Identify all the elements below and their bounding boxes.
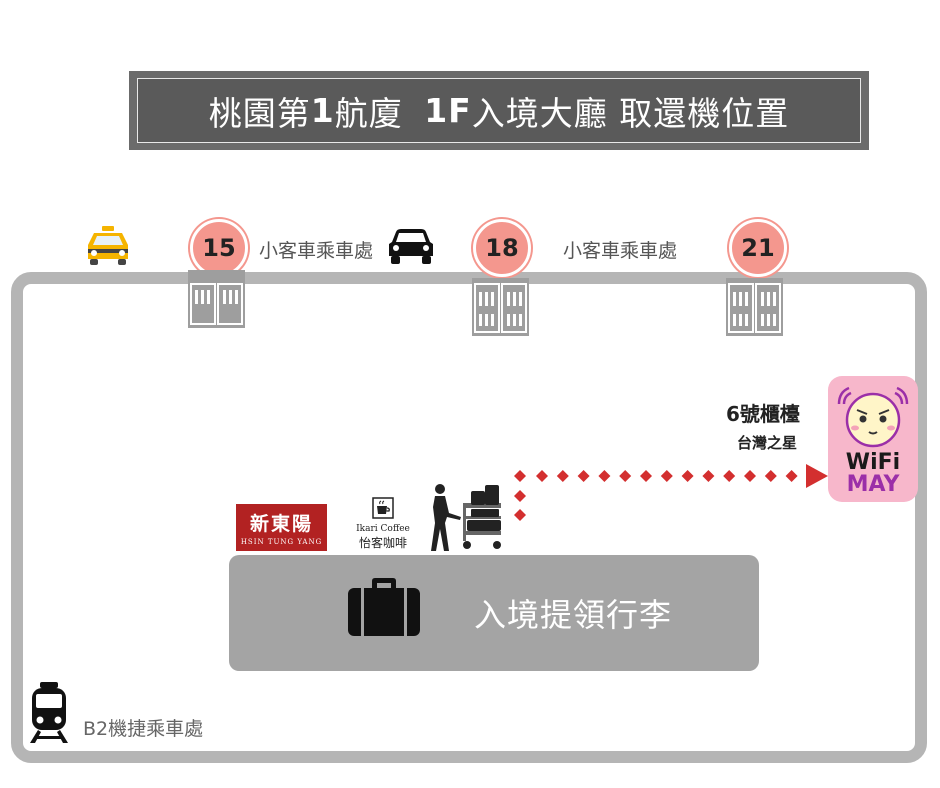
- ikari-coffee-logo: Ikari Coffee 怡客咖啡: [352, 497, 414, 552]
- coffee-cup-icon: [372, 497, 394, 519]
- title-text-5: 入境大廳 取還機位置: [471, 93, 790, 133]
- route-dot: [556, 470, 569, 482]
- train-icon: [30, 682, 68, 743]
- door-icon: [188, 270, 245, 328]
- route-dot: [640, 470, 652, 482]
- wifi-mascot-icon: [837, 386, 909, 448]
- route-dot: [619, 470, 632, 482]
- title-text-1: 桃園第: [208, 93, 311, 133]
- gate-21-marker: 21: [729, 219, 787, 277]
- car-icon: [389, 229, 433, 264]
- route-dot: [702, 470, 715, 482]
- luggage-icon: [348, 578, 420, 636]
- taxi-icon: [88, 226, 128, 265]
- gate-number: 21: [741, 234, 775, 262]
- baggage-claim-label: 入境提領行李: [474, 596, 673, 634]
- ikari-coffee-en: Ikari Coffee: [356, 524, 410, 534]
- gate-15-marker: 15: [190, 219, 248, 277]
- gate-18-marker: 18: [473, 219, 531, 277]
- door-icon: [726, 278, 783, 336]
- baggage-claim-area: [229, 555, 759, 671]
- route-dot: [577, 470, 590, 482]
- gate-number: 18: [485, 234, 519, 262]
- route-dot: [598, 470, 611, 482]
- hsin-tung-yang-logo: 新東陽 HSIN TUNG YANG: [236, 504, 327, 551]
- car-pickup-label: 小客車乘車處: [563, 240, 678, 262]
- hsin-tung-yang-en: HSIN TUNG YANG: [240, 538, 323, 546]
- wifi-may-logo: WiFi MAY: [828, 376, 918, 502]
- mrt-station-label: B2機捷乘車處: [83, 718, 204, 740]
- counter-number: 6號櫃檯: [726, 402, 800, 426]
- ikari-coffee-cn: 怡客咖啡: [358, 536, 407, 550]
- route-dot: [536, 470, 548, 482]
- route-dot: [764, 470, 777, 482]
- route-dot: [723, 470, 736, 482]
- route-dot: [681, 470, 694, 482]
- door-icon: [472, 278, 529, 336]
- title-text-3: 航廈: [334, 93, 415, 133]
- route-dot: [785, 470, 798, 482]
- title-text-2: 1: [310, 91, 335, 130]
- trolley-person-icon: [431, 484, 501, 551]
- gate-number: 15: [202, 234, 236, 262]
- route-dot: [514, 470, 526, 482]
- route-dot: [660, 470, 673, 482]
- route-path: [514, 464, 828, 521]
- route-dot: [514, 509, 526, 521]
- hsin-tung-yang-cn: 新東陽: [249, 513, 313, 535]
- car-pickup-label: 小客車乘車處: [259, 240, 374, 262]
- wifi-logo-line2: MAY: [846, 472, 900, 497]
- route-dot: [514, 490, 526, 502]
- counter-company: 台灣之星: [737, 434, 798, 452]
- title-text-4: 1F: [424, 91, 472, 130]
- wifi-logo-line1: WiFi: [845, 450, 901, 475]
- route-dot: [744, 470, 756, 482]
